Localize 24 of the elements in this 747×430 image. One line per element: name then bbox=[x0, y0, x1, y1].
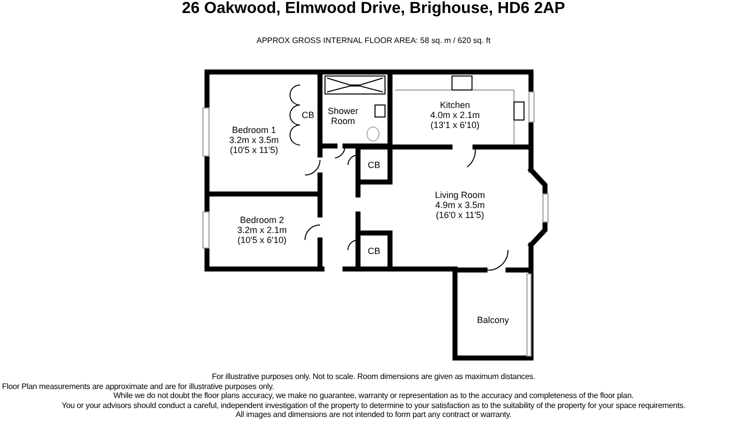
disclaimer-text: Floor Plan measurements are approximate and are for illustrative purposes only. bbox=[2, 382, 276, 392]
plan-title: 26 Oakwood, Elmwood Drive, Brighouse, HD6 2AP bbox=[180, 0, 566, 18]
floor-area-note: APPROX GROSS INTERNAL FLOOR AREA: 58 sq. m / 620 sq. ft bbox=[256, 36, 492, 46]
room-dimensions: 4.9m x 3.5m bbox=[435, 200, 485, 210]
room-name: CB bbox=[368, 160, 380, 170]
room-dimensions-imperial: (13'1 x 6'10) bbox=[430, 120, 480, 130]
room-dimensions-imperial: (10'5 x 6'10) bbox=[238, 235, 286, 245]
disclaimer-text: You or your advisors should conduct a careful, independent investigation of the property to determine to your satisfaction as to the suitability of the property for your space requirements. bbox=[60, 400, 686, 410]
room-dimensions: 4.0m x 2.1m bbox=[430, 110, 480, 120]
room-dimensions-imperial: (10'5 x 11'5) bbox=[230, 145, 278, 155]
room-name: Shower Room bbox=[326, 106, 360, 126]
disclaimer-text: While we do not doubt the floor plans accuracy, we make no guarantee, warranty or representation as to the accuracy and completeness of the floor plan. bbox=[112, 391, 635, 401]
room-name: Bedroom 2 bbox=[240, 215, 284, 225]
room-name: Balcony bbox=[476, 315, 510, 325]
disclaimer-text: All images and dimensions are not intended to form part any contract or warranty. bbox=[234, 410, 512, 420]
room-name: CB bbox=[368, 246, 380, 256]
room-name: Bedroom 1 bbox=[232, 125, 276, 135]
room-name: CB bbox=[302, 110, 314, 120]
room-dimensions-imperial: (16'0 x 11'5) bbox=[436, 210, 484, 220]
room-name: Living Room bbox=[434, 190, 486, 200]
disclaimer-text: For illustrative purposes only. Not to scale. Room dimensions are given as maximum distances. bbox=[210, 372, 536, 382]
room-dimensions: 3.2m x 2.1m bbox=[237, 225, 287, 235]
room-dimensions: 3.2m x 3.5m bbox=[229, 135, 279, 145]
room-name: Kitchen bbox=[440, 100, 470, 110]
